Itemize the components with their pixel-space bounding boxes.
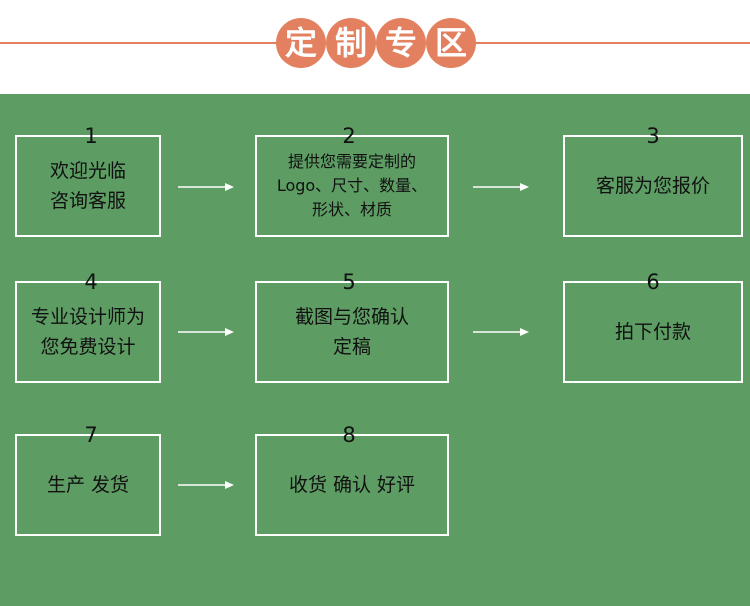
step-8-text: 收货 确认 好评 [288, 474, 416, 496]
process-panel: 欢迎光临 咨询客服 1 提供您需要定制的 Logo、尺寸、数量、 形状、材质 2… [0, 94, 750, 606]
step-5-box: 截图与您确认 定稿 [255, 281, 449, 383]
step-8-number: 8 [342, 423, 356, 447]
page-title: 定 制 专 区 [276, 18, 476, 70]
step-1-number: 1 [84, 124, 98, 148]
step-6-box: 拍下付款 [563, 281, 743, 383]
title-char: 区 [426, 18, 476, 68]
step-2-text: 提供您需要定制的 Logo、尺寸、数量、 形状、材质 [276, 152, 428, 219]
right-arrow-icon [178, 481, 234, 489]
right-arrow-icon [178, 328, 234, 336]
step-6-text: 拍下付款 [614, 321, 691, 343]
step-8-box: 收货 确认 好评 [255, 434, 449, 536]
step-3-box: 客服为您报价 [563, 135, 743, 237]
step-4-text: 专业设计师为 您免费设计 [30, 306, 145, 358]
step-5-text: 截图与您确认 定稿 [294, 306, 409, 358]
step-3-text: 客服为您报价 [595, 175, 710, 197]
right-arrow-icon [473, 183, 529, 191]
title-char: 定 [276, 18, 326, 68]
step-7-text: 生产 发货 [46, 474, 130, 496]
step-1-text: 欢迎光临 咨询客服 [49, 160, 126, 212]
step-7-number: 7 [84, 423, 98, 447]
step-1-box: 欢迎光临 咨询客服 [15, 135, 161, 237]
right-arrow-icon [473, 328, 529, 336]
header-line-left [0, 42, 282, 44]
step-4-box: 专业设计师为 您免费设计 [15, 281, 161, 383]
step-7-box: 生产 发货 [15, 434, 161, 536]
step-5-number: 5 [342, 270, 356, 294]
step-2-number: 2 [342, 124, 356, 148]
title-char: 专 [376, 18, 426, 68]
step-6-number: 6 [646, 270, 660, 294]
title-char: 制 [326, 18, 376, 68]
step-2-box: 提供您需要定制的 Logo、尺寸、数量、 形状、材质 [255, 135, 449, 237]
step-3-number: 3 [646, 124, 660, 148]
right-arrow-icon [178, 183, 234, 191]
step-4-number: 4 [84, 270, 98, 294]
header-line-right [470, 42, 750, 44]
